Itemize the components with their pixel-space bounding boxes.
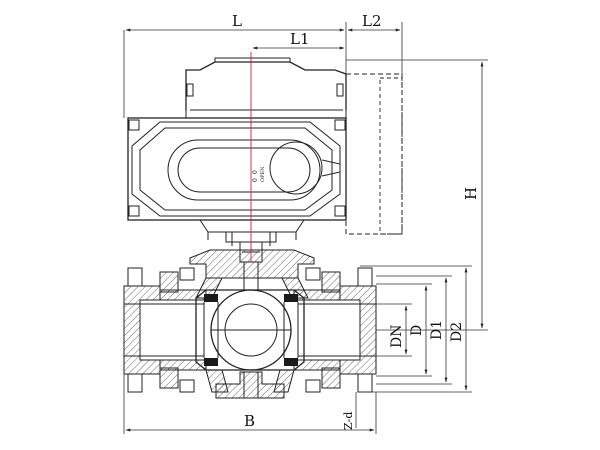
dim-L1-label: L1 [290,30,310,48]
dim-DN-label: DN [389,325,405,348]
dim-H-label: H [462,187,480,200]
bonnet-top [189,249,315,279]
badge-zero-2: 0 [252,170,259,174]
right-flange [339,285,377,375]
badge-open: OPEN [260,166,266,182]
dim-L-label: L [232,12,242,30]
actuator-octagon [131,121,341,217]
dim-D-label: D [409,325,425,336]
body-bolt-tr [334,119,346,131]
seat-left [204,294,218,302]
dim-D1-label: D1 [429,320,445,340]
central-body [195,289,305,371]
seat-right [284,294,298,302]
dimensions: L L2 L1 H DN D D1 D2 [123,12,488,434]
cap-bolt-right [336,83,344,97]
side-manual-box [345,73,403,235]
bottom-outlet [215,371,285,399]
body-bolt-br [334,205,346,217]
dim-D2-label: D2 [449,322,465,342]
valve-body [123,249,377,399]
actuator-top-cap [185,61,347,110]
indicator-window [167,139,321,201]
body-bolt-tl [128,119,140,131]
badge-zero-1: 0 [252,178,259,182]
cap-bolt-left [186,83,194,97]
dim-Zd-label: Z-d [342,412,355,430]
dim-B-label: B [244,412,255,430]
actuator: 0 0 OPEN [127,57,403,246]
position-indicator-dial [269,141,323,195]
left-flange [123,285,161,375]
side-manual-knob [379,77,403,235]
dim-L2-label: L2 [362,12,382,30]
body-bolt-bl [128,205,140,217]
actuator-body [127,117,347,221]
indicator-badge: 0 0 OPEN [252,166,266,182]
